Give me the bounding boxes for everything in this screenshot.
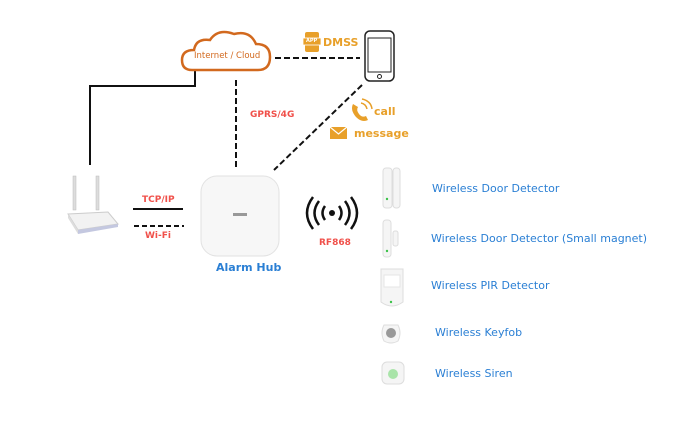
door-detector-image bbox=[382, 167, 401, 209]
cloud-icon bbox=[180, 30, 272, 72]
cloud-router-line bbox=[89, 70, 196, 165]
phone-hub-dashed-line bbox=[273, 84, 363, 171]
call-wave-icon bbox=[360, 98, 373, 110]
wifi-label: Wi-Fi bbox=[145, 231, 171, 241]
device-label: Wireless Siren bbox=[435, 367, 513, 380]
app-icon bbox=[302, 32, 322, 52]
rf868-label: RF868 bbox=[319, 238, 351, 248]
phone-call-icon bbox=[352, 104, 368, 121]
door-detector-small-magnet-image bbox=[382, 219, 399, 258]
message-label: message bbox=[354, 127, 409, 140]
cloud-label: Internet / Cloud bbox=[194, 51, 261, 61]
alarm-hub-label: Alarm Hub bbox=[216, 261, 282, 274]
envelope-icon bbox=[329, 126, 348, 139]
tcpip-label: TCP/IP bbox=[142, 195, 175, 205]
dmss-label: DMSS bbox=[323, 36, 359, 49]
device-label: Wireless Door Detector bbox=[432, 182, 560, 195]
gprs-label: GPRS/4G bbox=[250, 110, 295, 120]
alarm-hub-image bbox=[200, 175, 280, 257]
keyfob-image bbox=[381, 324, 401, 344]
router-image bbox=[67, 175, 119, 234]
device-label: Wireless Keyfob bbox=[435, 326, 523, 339]
device-label: Wireless PIR Detector bbox=[431, 279, 550, 292]
device-label: Wireless Door Detector (Small magnet) bbox=[431, 232, 648, 245]
wireless-signal-icon bbox=[305, 196, 359, 230]
call-label: call bbox=[374, 105, 396, 118]
smartphone-icon bbox=[364, 30, 395, 82]
siren-image bbox=[381, 361, 405, 385]
pir-detector-image bbox=[380, 268, 404, 307]
app-badge-text: APP bbox=[306, 38, 318, 44]
